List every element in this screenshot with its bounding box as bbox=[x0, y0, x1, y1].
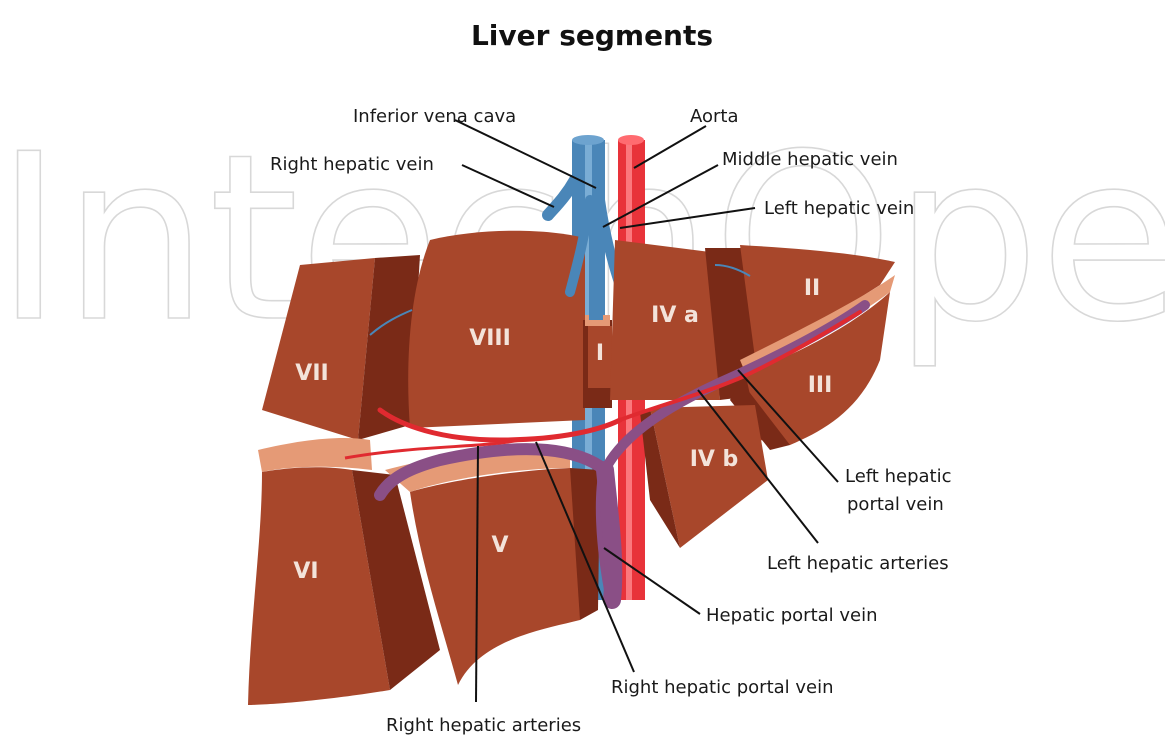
segment-i: I bbox=[583, 315, 612, 408]
segment-vi-label: VI bbox=[293, 559, 318, 584]
label-left-hepatic-vein: Left hepatic vein bbox=[764, 198, 914, 219]
label-left-hepatic-portal-vein-line2: portal vein bbox=[847, 494, 944, 515]
label-right-hepatic-arteries: Right hepatic arteries bbox=[386, 715, 581, 736]
segment-ivb: IV b bbox=[640, 405, 768, 548]
segment-iva-label: IV a bbox=[651, 303, 699, 328]
segment-viii-label: VIII bbox=[469, 326, 511, 351]
label-right-hepatic-portal-vein: Right hepatic portal vein bbox=[611, 677, 834, 698]
label-hepatic-portal-vein: Hepatic portal vein bbox=[706, 605, 878, 626]
label-inferior-vena-cava: Inferior vena cava bbox=[353, 106, 516, 127]
label-left-hepatic-portal-vein-line1: Left hepatic bbox=[845, 466, 951, 487]
hepatic-portal-vein-shape bbox=[605, 470, 613, 600]
segment-iii-label: III bbox=[808, 373, 833, 398]
segment-v-label: V bbox=[491, 533, 508, 558]
diagram-title: Liver segments bbox=[471, 19, 713, 52]
segment-ii-label: II bbox=[804, 276, 820, 301]
segment-viii: VIII bbox=[408, 231, 585, 428]
label-left-hepatic-arteries: Left hepatic arteries bbox=[767, 553, 949, 574]
label-middle-hepatic-vein: Middle hepatic vein bbox=[722, 149, 898, 170]
segment-vii-label: VII bbox=[295, 361, 328, 386]
segment-ivb-label: IV b bbox=[690, 447, 739, 472]
segment-i-label: I bbox=[596, 341, 604, 366]
label-right-hepatic-vein: Right hepatic vein bbox=[270, 154, 434, 175]
label-aorta: Aorta bbox=[690, 106, 739, 127]
